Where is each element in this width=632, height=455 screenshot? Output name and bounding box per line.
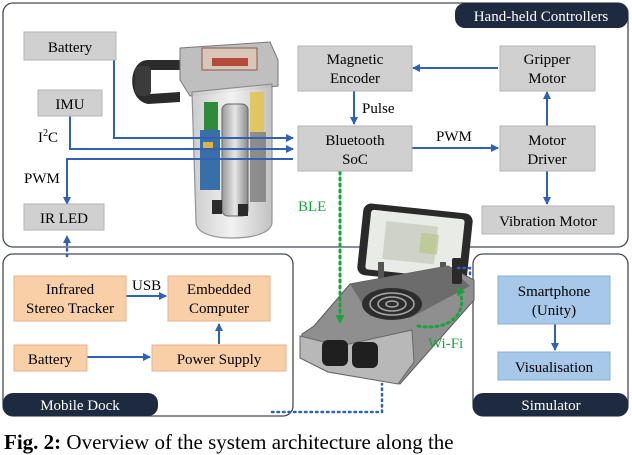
- motor-driver-label-2: Driver: [527, 152, 566, 168]
- imu-node: [37, 89, 103, 117]
- infrared-tracker-node: [13, 275, 127, 322]
- gripper-motor-label-1: Gripper: [524, 52, 571, 68]
- embedded-computer-label-1: Embedded: [187, 282, 252, 298]
- wireless-links: [335, 170, 466, 329]
- usb-label: USB: [132, 278, 161, 294]
- ir-led-node-label: IR LED: [40, 211, 88, 227]
- i2c-label: I2C: [38, 128, 58, 146]
- motor-driver-label-1: Motor: [528, 133, 566, 149]
- embedded-computer-node: [167, 275, 271, 322]
- vibration-motor-node: [481, 205, 615, 235]
- vibration-motor-label: Vibration Motor: [499, 214, 597, 230]
- battery-node-top: [23, 31, 117, 61]
- infrared-tracker-label-1: Infrared: [46, 282, 95, 298]
- battery-to-soc: [113, 47, 294, 142]
- architecture-diagram: Hand-held Controllers Mobile Dock Simula…: [2, 2, 629, 417]
- magnetic-encoder-label-1: Magnetic: [327, 52, 384, 68]
- gripper-motor-label-2: Motor: [528, 71, 566, 87]
- embedded-computer-label-2: Computer: [189, 301, 249, 317]
- gripper-motor-node: [499, 45, 596, 92]
- dock-title-bg: [3, 393, 158, 416]
- connectors: [63, 47, 559, 361]
- i2c-superscript: 2: [43, 128, 48, 139]
- simulator-title-bg: [473, 393, 628, 416]
- bluetooth-soc-label-1: Bluetooth: [325, 133, 385, 149]
- imu-to-soc: [69, 116, 294, 153]
- power-supply-node: [151, 344, 287, 372]
- ir-led-node: [23, 203, 105, 231]
- soc-to-irled: [63, 158, 293, 205]
- ble-label: BLE: [298, 199, 326, 215]
- caption-text: Overview of the system architecture alon…: [61, 430, 454, 454]
- dock-to-simulator-dotted: [270, 382, 384, 414]
- handheld-title: Hand-held Controllers: [474, 9, 609, 25]
- visualisation-label: Visualisation: [515, 360, 594, 376]
- wifi-label: Wi-Fi: [428, 336, 463, 352]
- motor-driver-node: [499, 125, 596, 172]
- controller-illustration: [132, 41, 279, 239]
- battery-node-top-label: Battery: [48, 40, 93, 56]
- smartphone-label-1: Smartphone: [518, 284, 591, 300]
- battery-node-dock: [13, 344, 88, 372]
- power-supply-label: Power Supply: [177, 352, 262, 368]
- imu-node-label: IMU: [55, 97, 84, 113]
- infrared-tracker-label-2: Stereo Tracker: [26, 301, 114, 317]
- pwm-mid-label: PWM: [436, 129, 472, 145]
- smartphone-label-2: (Unity): [532, 303, 576, 319]
- sensor-to-simulator-dotted: [456, 266, 472, 278]
- bluetooth-soc-node: [297, 125, 413, 172]
- caption-prefix: Fig. 2:: [4, 430, 62, 454]
- visualisation-node: [497, 351, 611, 381]
- battery-node-dock-label: Battery: [28, 352, 73, 368]
- bluetooth-soc-label-2: SoC: [342, 152, 368, 168]
- pulse-label: Pulse: [362, 101, 395, 117]
- magnetic-encoder-label-2: Encoder: [330, 71, 380, 87]
- simulator-title: Simulator: [521, 398, 580, 414]
- handheld-title-bg: [455, 3, 628, 28]
- figure-caption: Fig. 2: Overview of the system architect…: [4, 430, 632, 455]
- dotted-links: [63, 234, 472, 414]
- dock-illustration: [299, 203, 475, 385]
- magnetic-encoder-node: [297, 45, 413, 92]
- dock-title: Mobile Dock: [40, 398, 120, 414]
- handheld-panel: [2, 2, 629, 248]
- pwm-left-label: PWM: [24, 171, 60, 187]
- smartphone-node: [497, 275, 611, 325]
